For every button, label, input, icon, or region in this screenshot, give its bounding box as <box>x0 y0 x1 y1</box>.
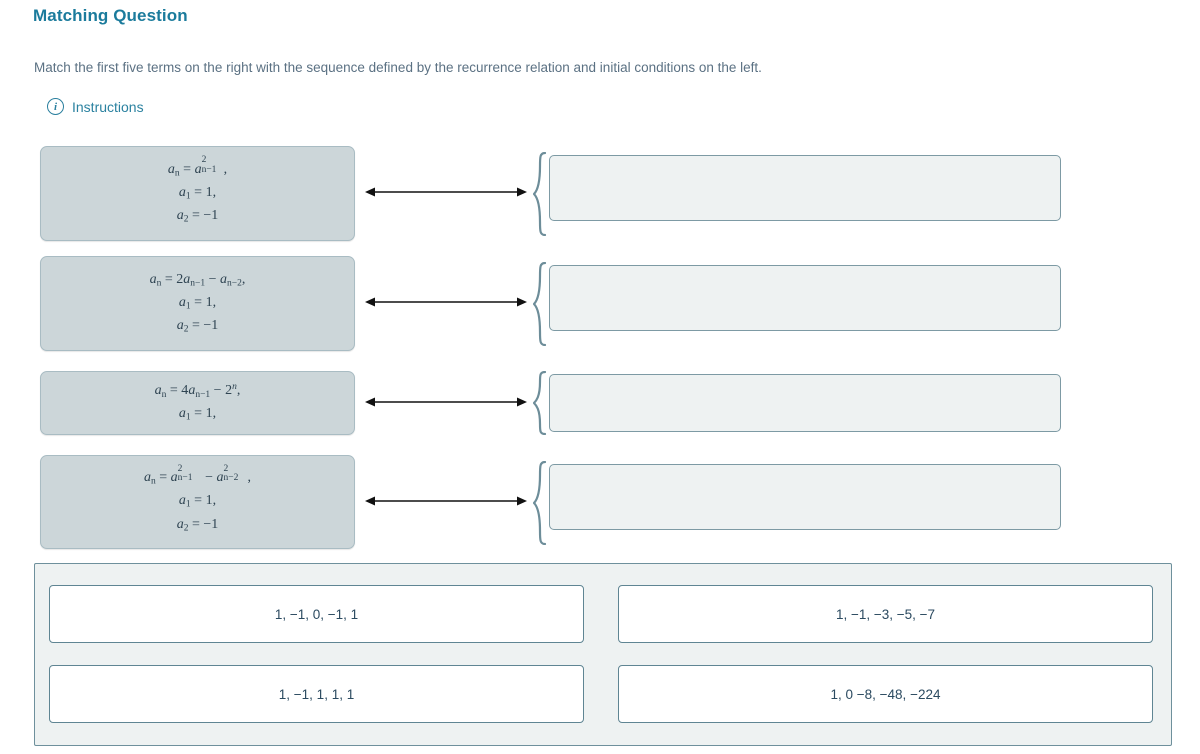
prompt-box-2[interactable]: an = 2an−1 − an−2, a1 = 1, a2 = −1 <box>40 256 355 351</box>
answer-option-2[interactable]: 1, −1, −3, −5, −7 <box>618 585 1153 643</box>
answer-bank: 1, −1, 0, −1, 1 1, −1, −3, −5, −7 1, −1,… <box>34 563 1172 746</box>
page-title: Matching Question <box>33 6 188 25</box>
info-circle-icon: i <box>47 98 64 115</box>
instructions-label: Instructions <box>72 98 144 115</box>
prompt-math-line: an = 4an−1 − 2n, <box>154 381 241 400</box>
match-arrow-4 <box>365 495 527 507</box>
prompt-math-line: a2 = −1 <box>176 318 219 335</box>
answer-option-4[interactable]: 1, 0 −8, −48, −224 <box>618 665 1153 723</box>
prompt-math-line: a2 = −1 <box>176 208 219 225</box>
answer-option-3[interactable]: 1, −1, 1, 1, 1 <box>49 665 584 723</box>
prompt-box-3[interactable]: an = 4an−1 − 2n, a1 = 1, <box>40 371 355 435</box>
prompt-math-line: a2 = −1 <box>176 516 219 534</box>
drop-zone-3[interactable] <box>549 374 1061 432</box>
brace-icon-1 <box>533 152 547 236</box>
drop-zone-2[interactable] <box>549 265 1061 331</box>
match-arrow-2 <box>365 296 527 308</box>
drop-zone-1[interactable] <box>549 155 1061 221</box>
drop-zone-4[interactable] <box>549 464 1061 530</box>
prompt-math-line: a1 = 1, <box>178 406 217 423</box>
prompt-math-line: a1 = 1, <box>178 493 217 511</box>
brace-icon-3 <box>533 371 547 435</box>
prompt-math-line: a1 = 1, <box>178 184 217 202</box>
instructions-link[interactable]: i Instructions <box>47 98 144 115</box>
brace-icon-2 <box>533 262 547 346</box>
prompt-math-line: a1 = 1, <box>178 294 217 312</box>
prompt-math-line: an = 2an−1 − an−2, <box>149 271 246 289</box>
question-description: Match the first five terms on the right … <box>34 60 762 75</box>
match-arrow-3 <box>365 396 527 408</box>
answer-option-1[interactable]: 1, −1, 0, −1, 1 <box>49 585 584 643</box>
brace-icon-4 <box>533 461 547 545</box>
match-arrow-1 <box>365 186 527 198</box>
